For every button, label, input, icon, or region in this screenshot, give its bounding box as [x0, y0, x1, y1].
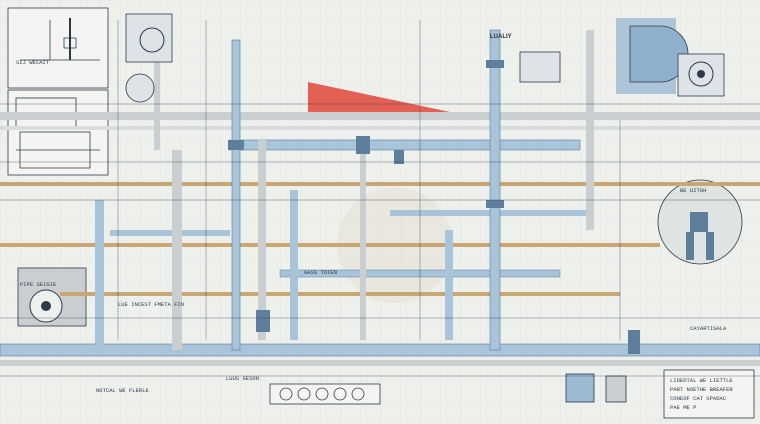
legend-box [663, 369, 755, 419]
fittings [228, 60, 640, 354]
label-top-center: LUALIY [490, 34, 512, 40]
equipment-panel-top-right [616, 18, 725, 97]
detail-box-top-left [7, 7, 109, 176]
label-mid-left-note: LUE INCEST FMETA FIN [118, 301, 184, 308]
label-left-note: PIPE SEIGIE [20, 281, 57, 288]
valve-assembly-top [125, 13, 561, 103]
legend-line-2: PART NOETHE BREAFER [670, 386, 733, 393]
label-right-circle: BE UITGH [680, 187, 706, 194]
legend-line-3: CONEOF CAT SPADAC [670, 395, 727, 402]
label-top-left-block: SIJ WECAIT [16, 59, 50, 66]
label-right-mid: CAYARTISALA [690, 325, 727, 332]
label-bottom-center-note: LUUS GESON [226, 375, 259, 382]
legend-line-4: PAE ME P [670, 404, 696, 411]
valve-detail-circle [657, 179, 743, 265]
vertical-pipes [95, 29, 594, 351]
legend-line-1: LIDEDTAL WE LIETTLE [670, 377, 733, 384]
label-bottom-left-note: NOTCAL WE FLERLE [96, 387, 150, 394]
label-mid-sheet: GASS TOIEN [304, 269, 337, 276]
highlight-wedge [308, 82, 488, 120]
main-pipes [0, 112, 760, 366]
pump-box-left [17, 267, 87, 327]
valve-row-bottom [269, 383, 381, 405]
